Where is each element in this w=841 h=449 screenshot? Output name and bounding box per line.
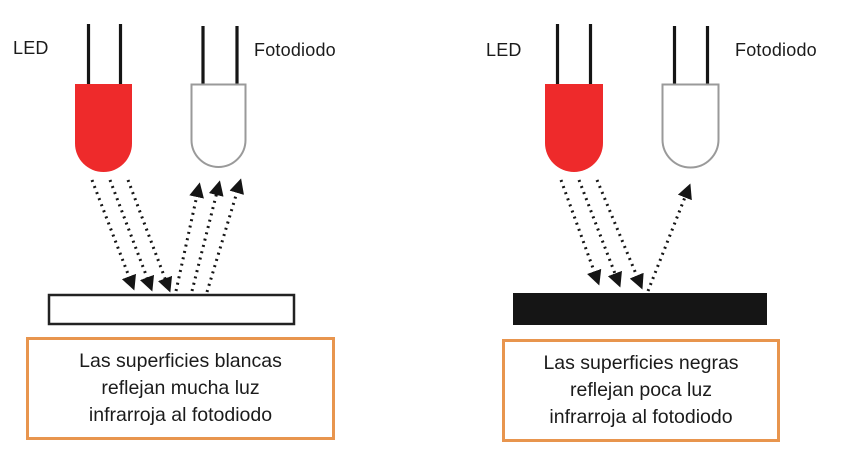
reflected-ray-icon [174,182,204,292]
emitted-ray-icon [577,179,622,288]
photodiode-label: Fotodiodo [254,40,336,60]
black-surface [513,293,767,325]
caption-line: infrarroja al fotodiodo [88,404,273,426]
panel-white-surface [47,24,296,326]
emitted-ray-icon [108,179,155,292]
reflected-ray-icon [205,178,244,293]
panel-black-surface [513,24,767,325]
white-surface [47,293,296,326]
caption-line: infrarroja al fotodiodo [549,406,733,428]
led-icon [545,84,603,172]
caption-white-surfaces: Las superficies blancas reflejan mucha l… [26,337,335,440]
led-label: LED [13,38,49,58]
emitted-ray-icon [126,179,173,293]
photodiode-icon [661,83,720,169]
caption-line: reflejan poca luz [569,379,712,401]
photodiode-label: Fotodiodo [735,40,817,60]
caption-line: reflejan mucha luz [101,377,260,399]
reflected-ray-icon [190,180,224,292]
reflected-ray-icon [646,183,692,292]
photodiode-icon [190,83,247,168]
led-label: LED [486,40,522,60]
caption-line: Las superficies blancas [79,350,282,372]
led-icon [75,84,132,172]
emitted-ray-icon [90,179,136,291]
caption-black-surfaces: Las superficies negras reflejan poca luz… [502,339,780,442]
emitted-ray-icon [595,179,644,290]
emitted-ray-icon [559,179,602,286]
caption-line: Las superficies negras [543,352,739,374]
